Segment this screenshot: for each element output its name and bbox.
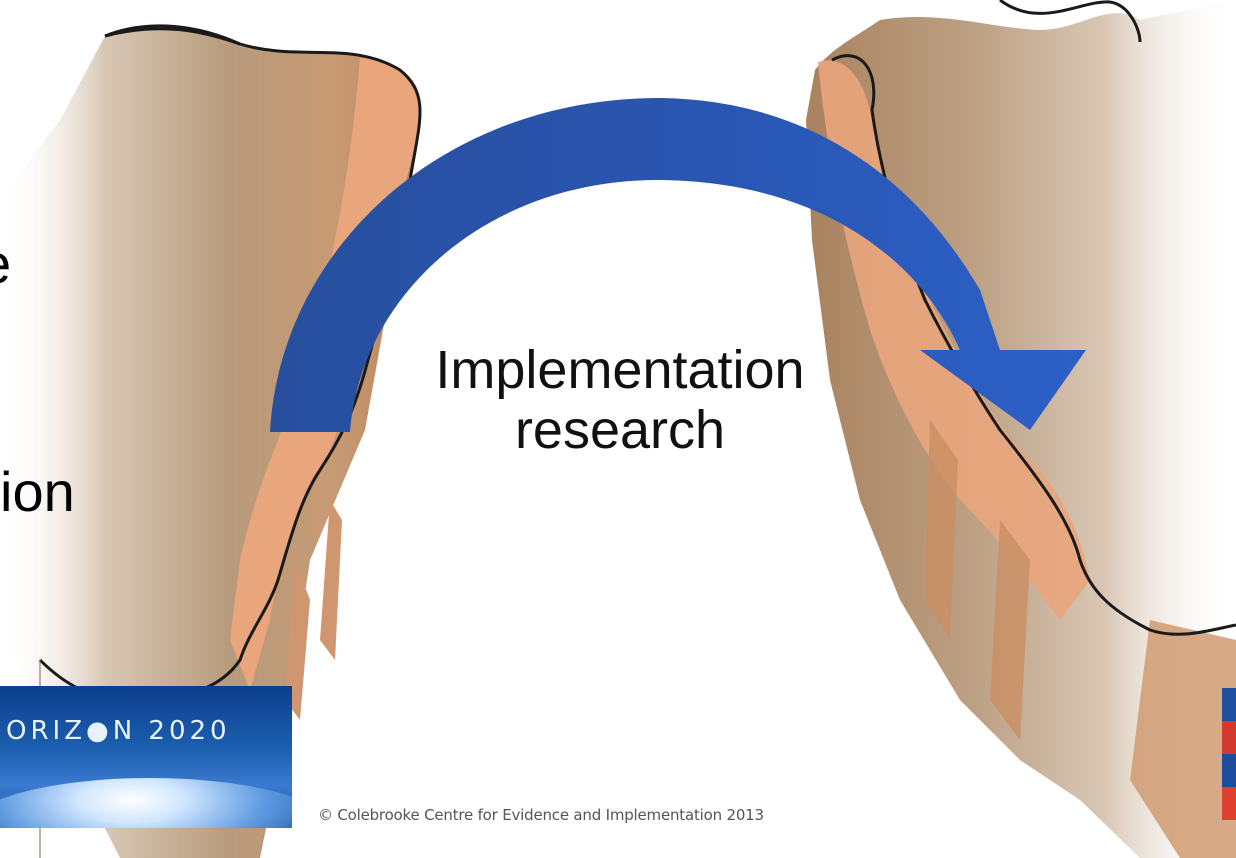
horizon-2020-logo: ORIZ●N 2020 <box>0 686 292 828</box>
copyright-notice: © Colebrooke Centre for Evidence and Imp… <box>318 806 764 824</box>
left-text-fragment-2: ion <box>0 464 75 520</box>
implementation-research-label: Implementation research <box>380 340 860 460</box>
right-cliff <box>806 0 1236 858</box>
caption-line-2: research <box>380 400 860 460</box>
left-text-fragment-1: e <box>0 236 60 292</box>
partner-flags-strip <box>1222 688 1236 820</box>
caption-line-1: Implementation <box>380 340 860 400</box>
horizon-2020-wordmark: ORIZ●N 2020 <box>6 716 231 746</box>
